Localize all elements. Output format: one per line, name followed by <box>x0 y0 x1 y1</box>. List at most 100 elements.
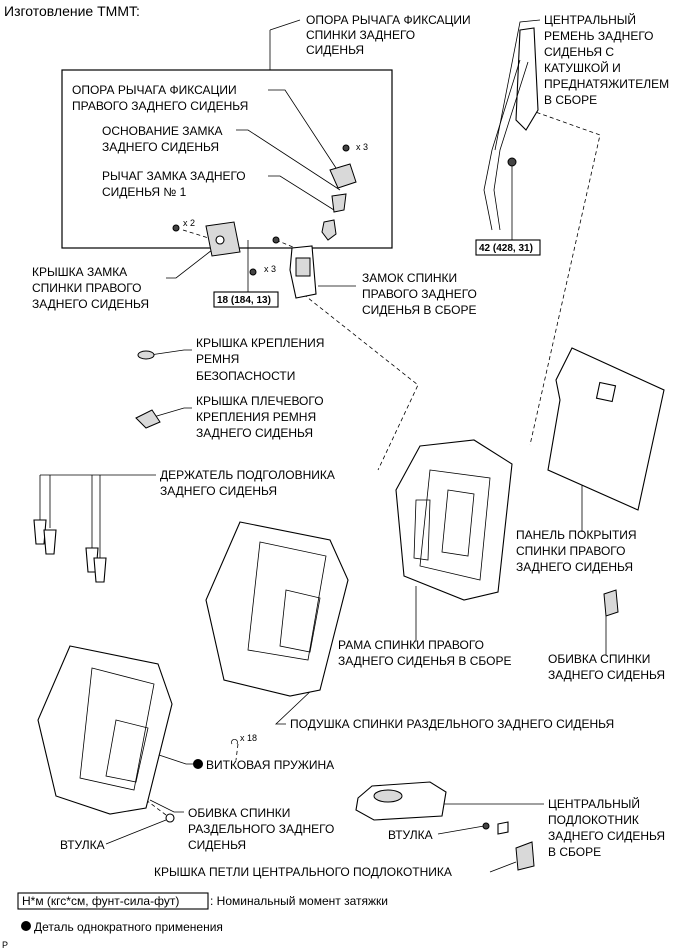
lock-cover-part <box>172 221 241 257</box>
svg-text:ЗАДНЕГО СИДЕНЬЯ: ЗАДНЕГО СИДЕНЬЯ <box>548 668 665 682</box>
svg-text:ПОДУШКА СПИНКИ РАЗДЕЛЬНОГО ЗАД: ПОДУШКА СПИНКИ РАЗДЕЛЬНОГО ЗАДНЕГО СИДЕН… <box>290 717 614 731</box>
qty-x2: x 2 <box>183 218 195 228</box>
svg-text:ЦЕНТРАЛЬНЫЙ: ЦЕНТРАЛЬНЫЙ <box>548 796 640 811</box>
hog-ring-part <box>231 739 238 745</box>
trim-cover-part <box>603 589 619 617</box>
legend-non-reusable: Деталь однократного применения <box>21 920 223 934</box>
svg-text:ЗАДНЕГО СИДЕНЬЯ: ЗАДНЕГО СИДЕНЬЯ <box>32 297 149 311</box>
svg-text:КРЫШКА КРЕПЛЕНИЯ: КРЫШКА КРЕПЛЕНИЯ <box>196 336 324 350</box>
lock-base-part <box>331 193 347 213</box>
svg-text:ПРАВОГО ЗАДНЕГО: ПРАВОГО ЗАДНЕГО <box>362 287 477 301</box>
svg-text:ДЕРЖАТЕЛЬ ПОДГОЛОВНИКА: ДЕРЖАТЕЛЬ ПОДГОЛОВНИКА <box>160 468 335 482</box>
svg-text:СИДЕНЬЯ: СИДЕНЬЯ <box>306 43 364 57</box>
svg-text:РАЗДЕЛЬНОГО ЗАДНЕГО: РАЗДЕЛЬНОГО ЗАДНЕГО <box>188 822 334 836</box>
label-cover-panel: ПАНЕЛЬ ПОКРЫТИЯ СПИНКИ ПРАВОГО ЗАДНЕГО С… <box>516 528 637 574</box>
svg-text:: Номинальный момент затяжки: : Номинальный момент затяжки <box>210 894 388 908</box>
svg-text:ЦЕНТРАЛЬНЫЙ: ЦЕНТРАЛЬНЫЙ <box>544 12 636 27</box>
armrest-part <box>355 781 509 835</box>
svg-text:В СБОРЕ: В СБОРЕ <box>548 845 601 859</box>
svg-text:СИДЕНЬЯ С: СИДЕНЬЯ С <box>544 45 614 59</box>
svg-text:ОБИВКА СПИНКИ: ОБИВКА СПИНКИ <box>548 652 650 666</box>
shoulder-anchor-cover-part <box>135 409 161 429</box>
label-belt-anchor-cover: КРЫШКА КРЕПЛЕНИЯ РЕМНЯ БЕЗОПАСНОСТИ <box>196 336 324 383</box>
seatback-lock-part <box>249 236 317 299</box>
svg-text:ВТУЛКА: ВТУЛКА <box>60 838 105 852</box>
label-headrest-holder: ДЕРЖАТЕЛЬ ПОДГОЛОВНИКА ЗАДНЕГО СИДЕНЬЯ <box>160 468 335 498</box>
seat-pad-part <box>205 521 349 697</box>
svg-text:ОПОРА РЫЧАГА ФИКСАЦИИ: ОПОРА РЫЧАГА ФИКСАЦИИ <box>306 13 471 27</box>
legend-torque: Н*м (кгс*см, фунт-сила-фут) : Номинальны… <box>17 892 388 910</box>
svg-text:КРЫШКА ПЛЕЧЕВОГО: КРЫШКА ПЛЕЧЕВОГО <box>196 394 324 408</box>
label-frame: РАМА СПИНКИ ПРАВОГО ЗАДНЕГО СИДЕНЬЯ В СБ… <box>338 638 511 668</box>
headrest-holders-part <box>33 519 107 583</box>
label-lock-lever: РЫЧАГ ЗАМКА ЗАДНЕГО СИДЕНЬЯ № 1 <box>102 169 246 199</box>
svg-text:ЗАДНЕГО СИДЕНЬЯ В СБОРЕ: ЗАДНЕГО СИДЕНЬЯ В СБОРЕ <box>338 654 511 668</box>
belt-anchor-cover-part <box>137 350 155 360</box>
svg-text:ЗАМОК СПИНКИ: ЗАМОК СПИНКИ <box>362 271 457 285</box>
svg-text:СИДЕНЬЯ В СБОРЕ: СИДЕНЬЯ В СБОРЕ <box>362 303 477 317</box>
label-armrest: ЦЕНТРАЛЬНЫЙ ПОДЛОКОТНИК ЗАДНЕГО СИДЕНЬЯ … <box>548 796 665 859</box>
svg-text:Деталь однократного применения: Деталь однократного применения <box>34 920 223 934</box>
svg-text:СИДЕНЬЯ № 1: СИДЕНЬЯ № 1 <box>102 185 187 199</box>
label-seatback-lock: ЗАМОК СПИНКИ ПРАВОГО ЗАДНЕГО СИДЕНЬЯ В С… <box>362 271 477 317</box>
svg-text:Н*м (кгс*см, фунт-сила-фут): Н*м (кгс*см, фунт-сила-фут) <box>22 894 179 908</box>
hinge-cover-part <box>515 841 535 871</box>
svg-text:ЗАДНЕГО СИДЕНЬЯ: ЗАДНЕГО СИДЕНЬЯ <box>102 140 219 154</box>
svg-text:ОБИВКА СПИНКИ: ОБИВКА СПИНКИ <box>188 806 290 820</box>
bushing-left-part <box>165 813 175 823</box>
svg-text:ЗАДНЕГО СИДЕНЬЯ: ЗАДНЕГО СИДЕНЬЯ <box>548 829 665 843</box>
svg-text:СИДЕНЬЯ: СИДЕНЬЯ <box>188 838 246 852</box>
svg-text:КРЫШКА ПЕТЛИ ЦЕНТРАЛЬНОГО ПОДЛ: КРЫШКА ПЕТЛИ ЦЕНТРАЛЬНОГО ПОДЛОКОТНИКА <box>154 865 452 879</box>
corner-mark: P <box>2 940 8 950</box>
label-bushing-left: ВТУЛКА <box>60 838 105 852</box>
svg-text:ОПОРА РЫЧАГА ФИКСАЦИИ: ОПОРА РЫЧАГА ФИКСАЦИИ <box>72 83 237 97</box>
svg-text:ВИТКОВАЯ ПРУЖИНА: ВИТКОВАЯ ПРУЖИНА <box>206 758 334 772</box>
svg-text:ЗАДНЕГО СИДЕНЬЯ: ЗАДНЕГО СИДЕНЬЯ <box>516 560 633 574</box>
svg-text:КРЕПЛЕНИЯ РЕМНЯ: КРЕПЛЕНИЯ РЕМНЯ <box>196 410 316 424</box>
label-lever-support: ОПОРА РЫЧАГА ФИКСАЦИИ СПИНКИ ЗАДНЕГО СИД… <box>306 13 471 57</box>
non-reusable-dot-icon <box>193 759 203 769</box>
svg-text:СПИНКИ ПРАВОГО: СПИНКИ ПРАВОГО <box>32 281 141 295</box>
rh-lever-support-part <box>329 144 357 189</box>
qty-x18: x 18 <box>240 733 257 743</box>
svg-text:ОСНОВАНИЕ ЗАМКА: ОСНОВАНИЕ ЗАМКА <box>102 124 222 138</box>
label-separate-cover: ОБИВКА СПИНКИ РАЗДЕЛЬНОГО ЗАДНЕГО СИДЕНЬ… <box>188 806 334 852</box>
label-shoulder-anchor-cover: КРЫШКА ПЛЕЧЕВОГО КРЕПЛЕНИЯ РЕМНЯ ЗАДНЕГО… <box>196 394 324 440</box>
label-lock-base: ОСНОВАНИЕ ЗАМКА ЗАДНЕГО СИДЕНЬЯ <box>102 124 222 154</box>
qty-x3-top: x 3 <box>356 142 368 152</box>
lock-lever-part <box>321 219 337 241</box>
svg-text:БЕЗОПАСНОСТИ: БЕЗОПАСНОСТИ <box>196 369 295 383</box>
svg-text:ЗАДНЕГО СИДЕНЬЯ: ЗАДНЕГО СИДЕНЬЯ <box>196 426 313 440</box>
frame-part <box>395 439 513 601</box>
svg-text:18 (184, 13): 18 (184, 13) <box>217 295 271 306</box>
assembly-dash-lines <box>145 109 601 819</box>
svg-text:РАМА СПИНКИ ПРАВОГО: РАМА СПИНКИ ПРАВОГО <box>338 638 484 652</box>
label-center-belt: ЦЕНТРАЛЬНЫЙ РЕМЕНЬ ЗАДНЕГО СИДЕНЬЯ С КАТ… <box>544 12 669 107</box>
svg-text:КРЫШКА ЗАМКА: КРЫШКА ЗАМКА <box>32 265 127 279</box>
label-lock-cover: КРЫШКА ЗАМКА СПИНКИ ПРАВОГО ЗАДНЕГО СИДЕ… <box>32 265 149 311</box>
svg-text:РЕМНЯ: РЕМНЯ <box>196 352 239 366</box>
svg-text:РЫЧАГ ЗАМКА ЗАДНЕГО: РЫЧАГ ЗАМКА ЗАДНЕГО <box>102 169 246 183</box>
svg-text:КАТУШКОЙ И: КАТУШКОЙ И <box>544 60 621 75</box>
svg-text:ПРЕДНАТЯЖИТЕЛЕМ: ПРЕДНАТЯЖИТЕЛЕМ <box>544 77 669 91</box>
svg-text:СПИНКИ ПРАВОГО: СПИНКИ ПРАВОГО <box>516 544 625 558</box>
label-trim-cover: ОБИВКА СПИНКИ ЗАДНЕГО СИДЕНЬЯ <box>548 652 665 682</box>
svg-text:ВТУЛКА: ВТУЛКА <box>388 828 433 842</box>
torque-lock: 18 (184, 13) <box>213 291 279 308</box>
qty-x3-mid: x 3 <box>264 264 276 274</box>
label-hinge-cover: КРЫШКА ПЕТЛИ ЦЕНТРАЛЬНОГО ПОДЛОКОТНИКА <box>154 865 452 879</box>
torque-belt: 42 (428, 31) <box>475 239 541 256</box>
svg-text:ЗАДНЕГО СИДЕНЬЯ: ЗАДНЕГО СИДЕНЬЯ <box>160 484 277 498</box>
leader-lines <box>39 19 607 873</box>
label-rh-lever-support: ОПОРА РЫЧАГА ФИКСАЦИИ ПРАВОГО ЗАДНЕГО СИ… <box>72 83 248 113</box>
svg-text:ПАНЕЛЬ ПОКРЫТИЯ: ПАНЕЛЬ ПОКРЫТИЯ <box>516 528 637 542</box>
label-hog-ring: ВИТКОВАЯ ПРУЖИНА <box>193 758 334 772</box>
svg-text:РЕМЕНЬ ЗАДНЕГО: РЕМЕНЬ ЗАДНЕГО <box>544 29 654 43</box>
svg-text:42 (428, 31): 42 (428, 31) <box>479 243 533 254</box>
svg-text:ПОДЛОКОТНИК: ПОДЛОКОТНИК <box>548 813 639 827</box>
manufacturer-header: Изготовление TMMT: <box>4 3 140 19</box>
svg-text:В СБОРЕ: В СБОРЕ <box>544 93 597 107</box>
non-reusable-legend-dot-icon <box>21 921 31 931</box>
separate-cover-part <box>37 645 173 815</box>
center-belt-part <box>483 27 539 231</box>
